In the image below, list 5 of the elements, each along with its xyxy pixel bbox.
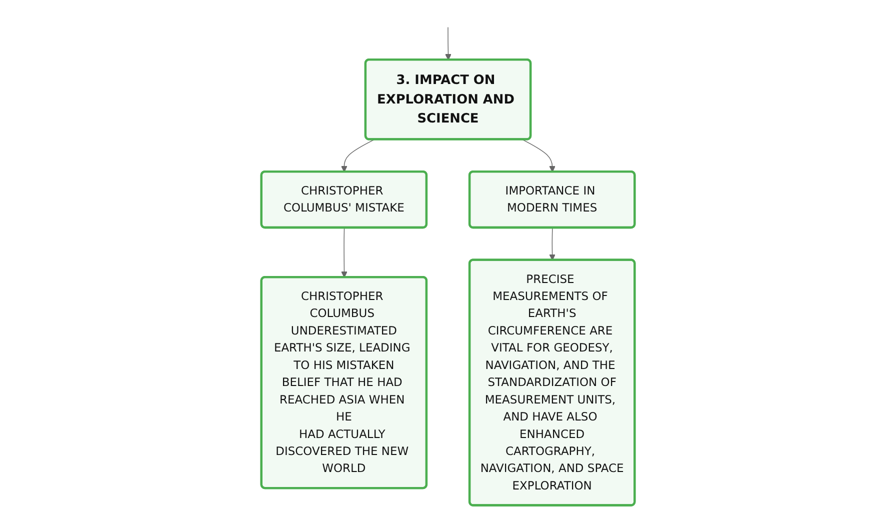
arrow [341, 228, 348, 278]
arrow [522, 139, 556, 172]
arrow [445, 26, 452, 60]
arrow [549, 228, 556, 260]
arrow [341, 139, 375, 172]
